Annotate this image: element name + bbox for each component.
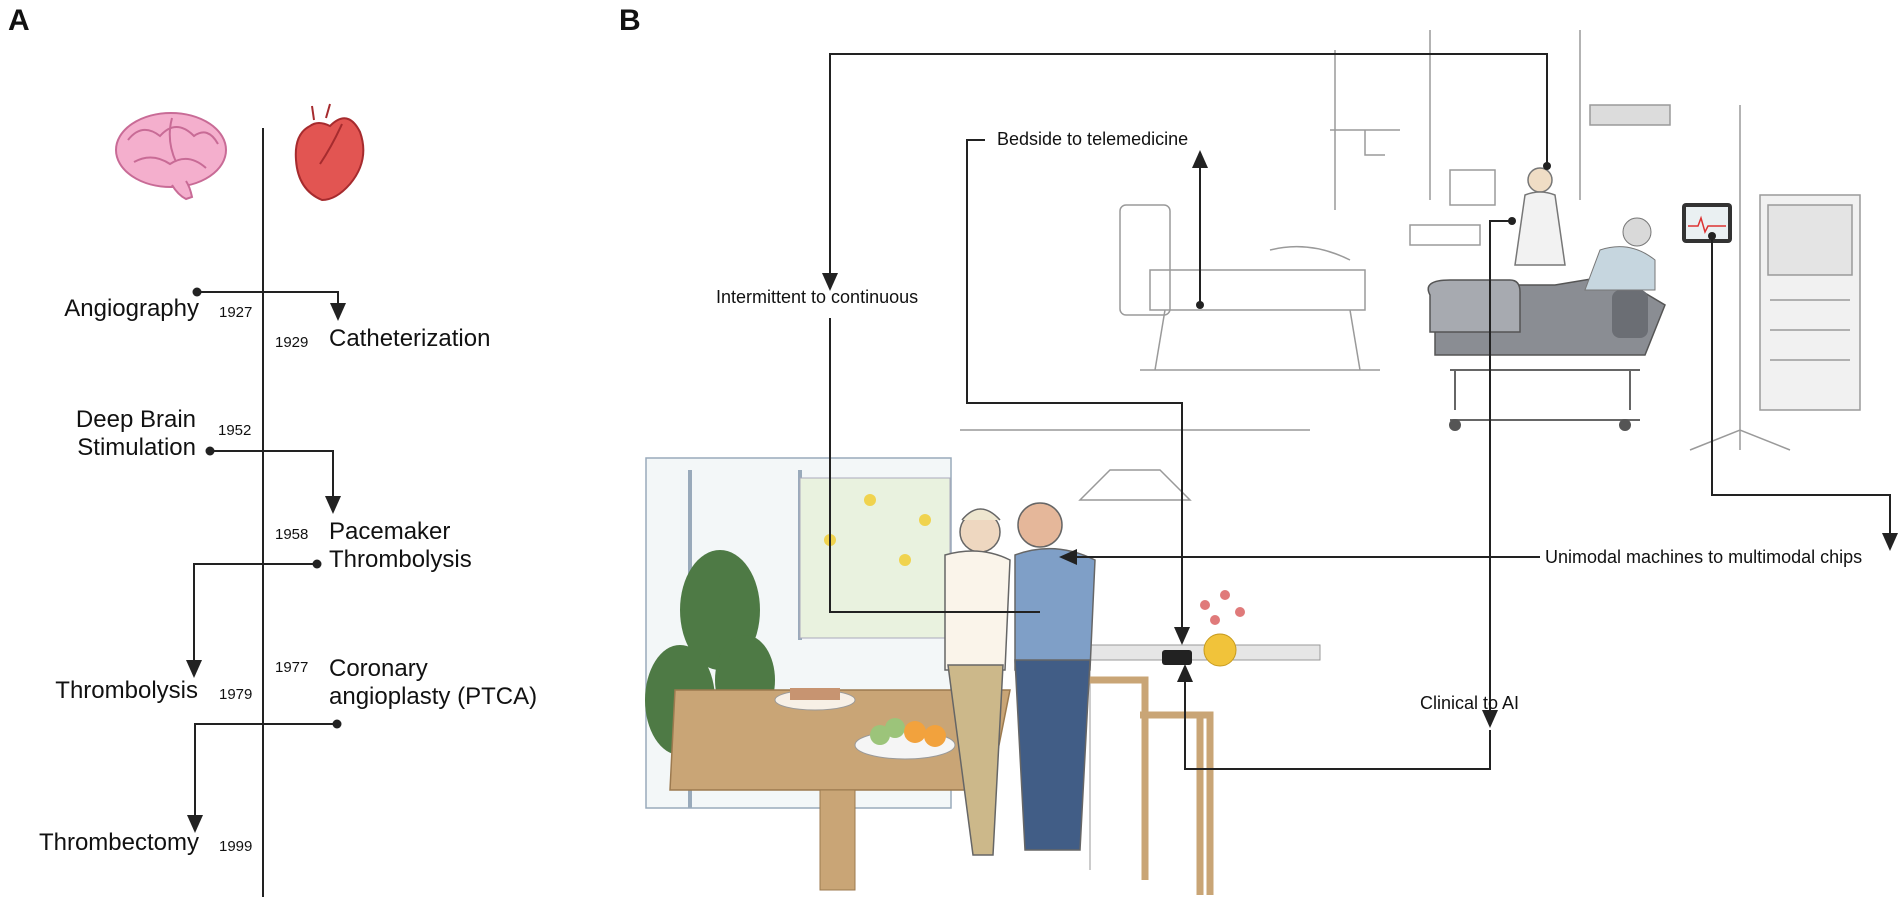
caption-unimodal-to-multimodal: Unimodal machines to multimodal chips: [1545, 547, 1863, 567]
event-pacemaker-line2: Thrombolysis: [329, 545, 472, 573]
year-pacemaker: 1958: [275, 526, 309, 543]
caption-bedside-to-telemedicine: Bedside to telemedicine: [997, 129, 1189, 149]
year-coronary-angioplasty: 1977: [275, 659, 309, 676]
caption-clinical-to-ai: Clinical to AI: [1420, 693, 1520, 713]
timeline-connectors: [186, 291, 346, 833]
event-catheterization: Catheterization: [329, 325, 491, 352]
elderly-couple: [944, 502, 1096, 856]
caption-intermittent-to-continuous: Intermittent to continuous: [716, 287, 919, 307]
year-angiography: 1927: [219, 304, 253, 321]
event-deep-brain-line2: Stimulation: [77, 433, 196, 461]
icu-room-illustration: [1119, 30, 1861, 451]
event-coronary-angioplasty: Coronary angioplasty (PTCA): [329, 655, 537, 710]
event-thrombectomy: Thrombectomy: [38, 829, 199, 856]
event-coronary-line1: Coronary: [329, 655, 428, 682]
event-deep-brain-stimulation: Deep Brain Stimulation: [76, 406, 196, 461]
heart-icon: [294, 103, 365, 202]
event-thrombolysis: Thrombolysis: [55, 677, 198, 704]
year-catheterization: 1929: [275, 334, 309, 351]
event-angiography: Angiography: [64, 295, 199, 322]
event-pacemaker-thrombolysis: Pacemaker Thrombolysis: [329, 518, 472, 573]
year-deep-brain-stimulation: 1952: [218, 422, 252, 439]
vital-monitor: [1682, 203, 1732, 243]
year-thrombectomy: 1999: [219, 838, 253, 855]
year-thrombolysis: 1979: [219, 686, 253, 703]
panel-label-a: A: [8, 4, 30, 37]
transition-connectors: [822, 53, 1898, 770]
event-coronary-line2: angioplasty (PTCA): [329, 682, 538, 710]
nurse-figure: [1514, 167, 1566, 266]
brain-icon: [115, 112, 227, 201]
patient-bed: [1427, 217, 1666, 431]
event-deep-brain-line1: Deep Brain: [75, 406, 196, 433]
event-pacemaker-line1: Pacemaker: [329, 518, 451, 545]
panel-label-b: B: [619, 4, 641, 37]
